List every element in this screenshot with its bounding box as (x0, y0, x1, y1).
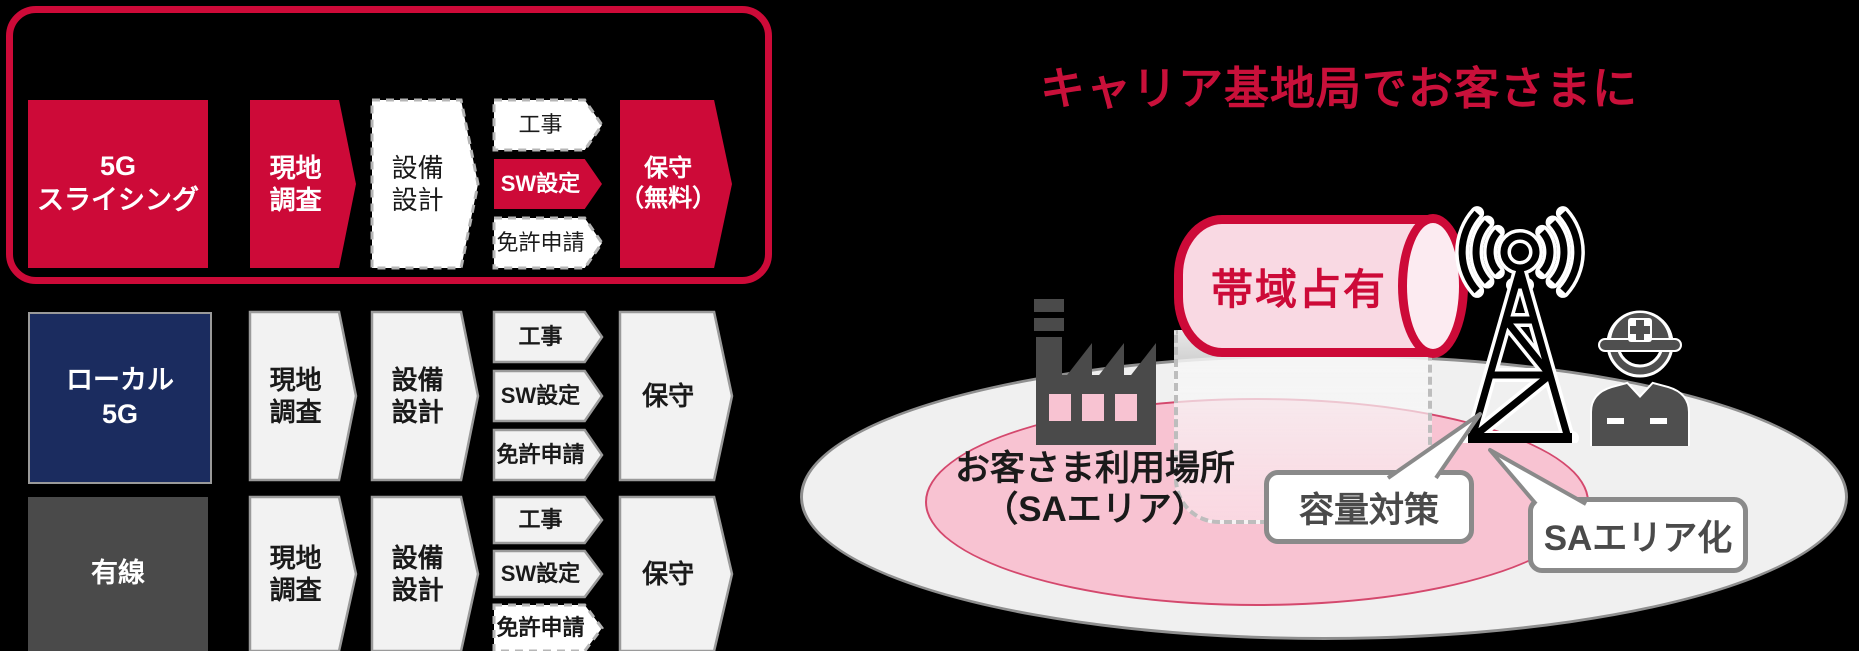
step-text: 調査 (269, 185, 322, 215)
arrow-shape (372, 100, 478, 268)
step-text: 設計 (391, 575, 444, 605)
arrow-shape (494, 605, 602, 651)
bandwidth-cylinder-cap (1398, 214, 1468, 358)
row-label-wired: 有線 (28, 497, 208, 651)
arrow-shape (620, 497, 732, 651)
factory-icon (1034, 299, 1156, 445)
substep-sw-setting: SW設定 (494, 159, 602, 209)
arrow-shape (372, 312, 478, 480)
step-text: SW設定 (500, 561, 581, 587)
step-text: 保守 (642, 558, 695, 589)
row-label-line: スライシング (37, 185, 199, 215)
step-text: 設計 (391, 397, 444, 427)
sa-bubble-tail-icon (1488, 448, 1587, 506)
arrow-shape (494, 371, 602, 421)
step-text: SW設定 (500, 171, 581, 197)
step-text: 設備 (391, 152, 444, 183)
row-label-local-5g: ローカル 5G (28, 312, 212, 484)
step-text: 調査 (269, 397, 322, 427)
substep-construction: 工事 (494, 497, 602, 543)
bandwidth-cylinder: 帯域占有 (1174, 215, 1433, 357)
step-text: 現地 (269, 542, 322, 573)
step-text: 設備 (391, 542, 444, 573)
arrow-shape (494, 430, 602, 480)
base-station-tower-icon (1455, 206, 1585, 443)
5g-slicing-highlight-frame (6, 6, 772, 284)
step-text: 現地 (269, 152, 322, 183)
arrow-shape (494, 551, 602, 597)
substep-construction: 工事 (494, 100, 602, 150)
bandwidth-cylinder-label: 帯域占有 (1210, 265, 1387, 313)
substep-license-application: 免許申請 (494, 605, 602, 651)
carrier-base-station-headline: キャリア基地局でお客さまに (1040, 63, 1639, 114)
row-label-line: 5G (99, 151, 137, 182)
capacity-bubble-tail-icon (1386, 412, 1482, 480)
bubble-text: SAエリア化 (1543, 518, 1733, 558)
step-text: 免許申請 (496, 615, 585, 641)
capacity-measures-bubble: 容量対策 (1264, 470, 1474, 544)
step-text: 工事 (518, 324, 563, 350)
step-text: SW設定 (500, 383, 581, 409)
step-equipment-design: 設備 設計 (372, 100, 478, 268)
substep-license-application: 免許申請 (494, 430, 602, 480)
arrow-shape (494, 100, 602, 150)
bubble-text: 容量対策 (1298, 490, 1439, 530)
substep-license-application: 免許申請 (494, 218, 602, 268)
step-text: （無料） (620, 185, 717, 212)
row-label-line: 5G (101, 399, 139, 429)
step-maintenance: 保守 (620, 497, 732, 651)
area-label-line: （SAエリア） (983, 490, 1207, 530)
step-text: 保守 (644, 155, 693, 182)
customer-usage-area-label: お客さま利用場所 （SAエリア） (940, 448, 1250, 531)
step-text: 工事 (518, 112, 563, 138)
arrow-shape (250, 497, 356, 651)
step-maintenance-free: 保守 （無料） (620, 100, 732, 268)
sa-area-bubble: SAエリア化 (1528, 497, 1748, 573)
row-label-5g-slicing: 5G スライシング (28, 100, 208, 268)
arrow-shape (494, 218, 602, 268)
arrow-shape (494, 159, 602, 209)
substep-sw-setting: SW設定 (494, 551, 602, 597)
row-label-line: ローカル (66, 365, 174, 396)
arrow-shape (620, 100, 732, 268)
area-label-line: お客さま利用場所 (954, 449, 1235, 488)
step-maintenance: 保守 (620, 312, 732, 480)
substep-sw-setting: SW設定 (494, 371, 602, 421)
step-equipment-design: 設備 設計 (372, 312, 478, 480)
step-text: 免許申請 (496, 230, 585, 256)
arrow-shape (494, 312, 602, 362)
step-equipment-design: 設備 設計 (372, 497, 478, 651)
step-text: 現地 (269, 364, 322, 395)
row-label-line: 有線 (91, 558, 145, 589)
step-text: 設備 (391, 364, 444, 395)
step-site-survey: 現地 調査 (250, 497, 356, 651)
substep-construction: 工事 (494, 312, 602, 362)
step-site-survey: 現地 調査 (250, 312, 356, 480)
step-text: 設計 (391, 185, 444, 215)
step-text: 免許申請 (496, 442, 585, 468)
arrow-shape (494, 497, 602, 543)
step-text: 調査 (269, 575, 322, 605)
step-text: 工事 (518, 507, 563, 533)
arrow-shape (620, 312, 732, 480)
worker-icon (1590, 310, 1690, 446)
arrow-shape (250, 312, 356, 480)
step-text: 保守 (642, 380, 695, 411)
step-site-survey: 現地 調査 (250, 100, 356, 268)
arrow-shape (372, 497, 478, 651)
arrow-shape (250, 100, 356, 268)
